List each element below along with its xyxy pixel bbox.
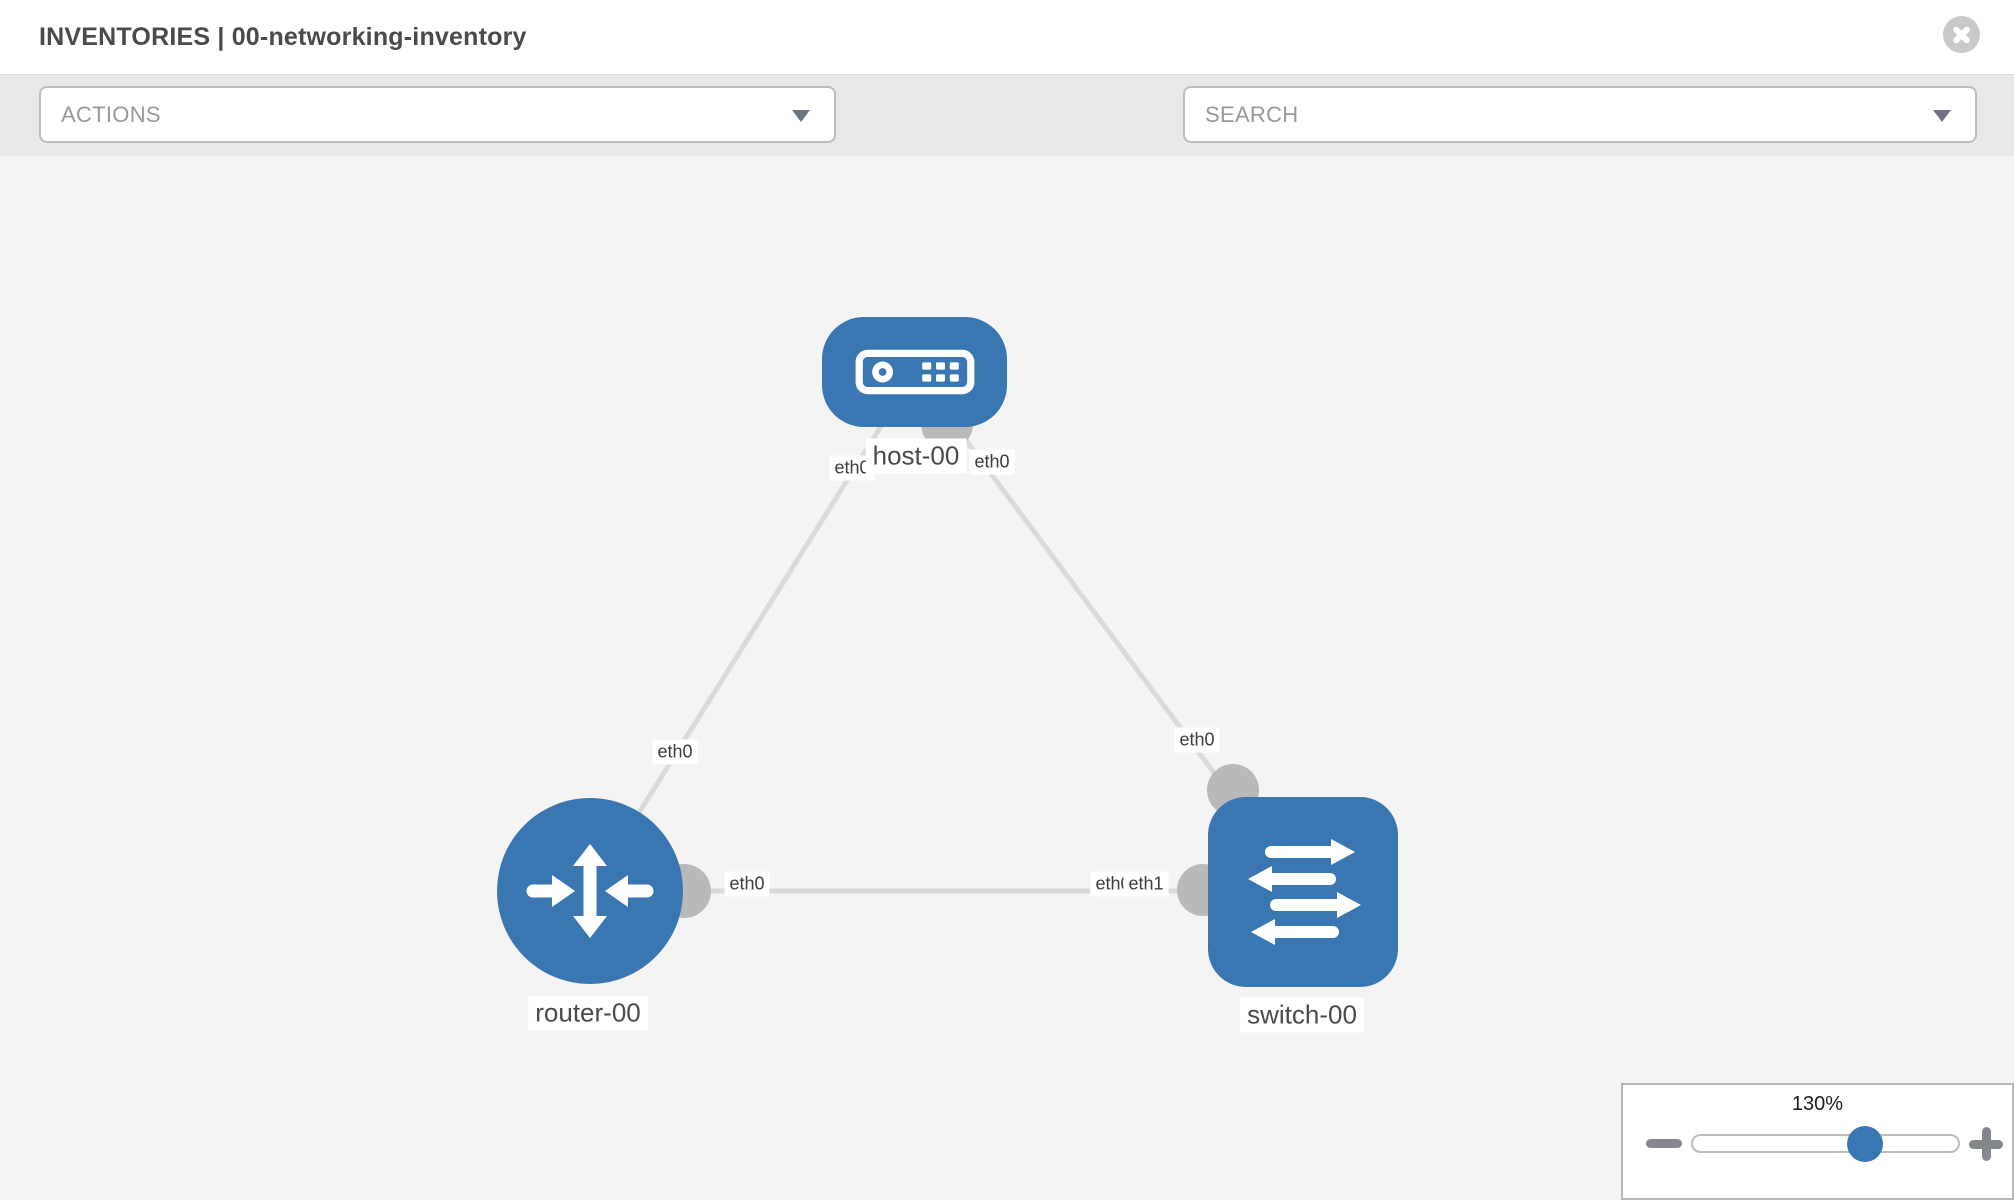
interface-label-router-eth0: eth0 [724, 871, 770, 897]
close-button[interactable] [1943, 16, 1980, 53]
node-router-00[interactable] [497, 798, 683, 984]
page-title: INVENTORIES | 00-networking-inventory [39, 23, 527, 51]
topology-edges [587, 370, 1306, 918]
node-label-router: router-00 [528, 995, 648, 1031]
node-host-00[interactable] [822, 317, 1007, 427]
toolbar: ACTIONS SEARCH [0, 75, 2014, 207]
switch-icon [1248, 839, 1361, 945]
actions-dropdown-label: ACTIONS [61, 101, 161, 127]
interface-label-host-eth0-right: eth0 [969, 449, 1015, 475]
router-icon [526, 844, 654, 938]
interface-label-switch-eth0-up: eth0 [1174, 727, 1220, 753]
interface-label-router-eth0-up: eth0 [652, 739, 698, 765]
chevron-down-icon [1933, 109, 1951, 122]
search-dropdown[interactable]: SEARCH [1183, 86, 1977, 143]
zoom-in-button[interactable] [1969, 1127, 2003, 1161]
chevron-down-icon [792, 109, 810, 122]
actions-dropdown[interactable]: ACTIONS [39, 86, 836, 143]
interface-label-switch-eth1: eth1 [1123, 871, 1169, 897]
node-label-host: host-00 [865, 438, 967, 474]
node-switch-00[interactable] [1208, 797, 1398, 987]
header: INVENTORIES | 00-networking-inventory [0, 0, 2014, 75]
zoom-panel: 130% [1621, 1083, 2014, 1200]
node-label-switch: switch-00 [1240, 997, 1364, 1033]
zoom-value: 130% [1791, 1093, 1844, 1115]
search-dropdown-label: SEARCH [1205, 101, 1299, 127]
topology-canvas[interactable]: host-00 router-00 switch-00 eth0 eth0 et… [0, 156, 2014, 1200]
zoom-out-button[interactable] [1646, 1139, 1682, 1148]
host-icon [855, 349, 974, 395]
zoom-slider-thumb[interactable] [1847, 1126, 1883, 1162]
zoom-slider[interactable] [1691, 1134, 1960, 1153]
